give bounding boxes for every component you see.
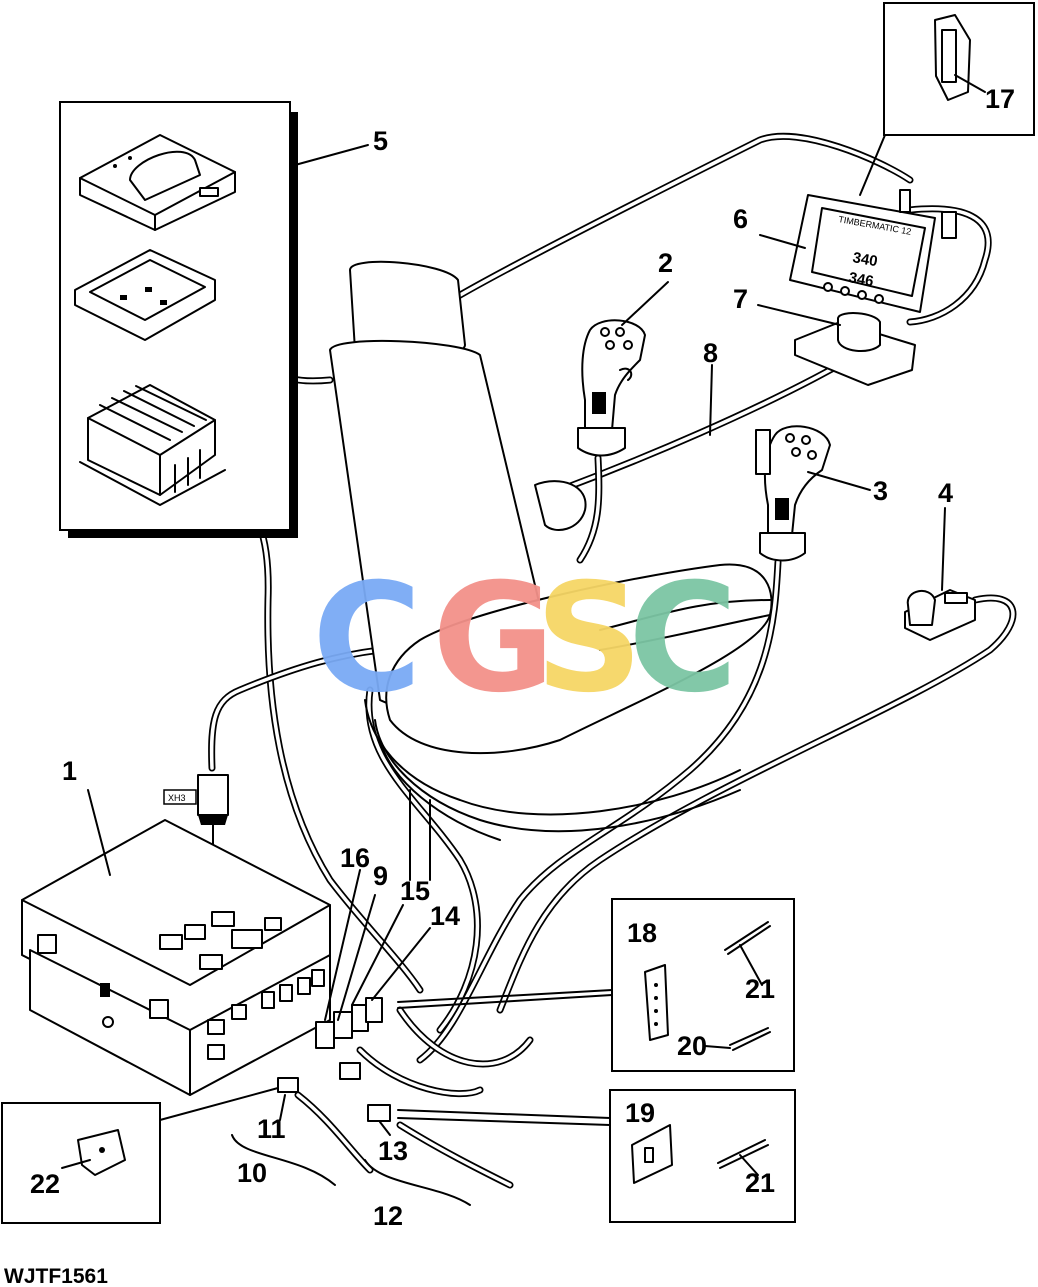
detail-19-group — [397, 1089, 796, 1223]
watermark-letter-s: S — [535, 552, 643, 726]
display-unit: TIMBERMATIC 12 340 346 — [789, 189, 957, 386]
callout-13: 13 — [378, 1136, 408, 1166]
callout-15: 15 — [400, 876, 430, 906]
callout-22: 22 — [30, 1169, 60, 1199]
callout-19: 19 — [625, 1098, 655, 1128]
detail-22-group — [1, 1087, 279, 1224]
callout-18: 18 — [627, 918, 657, 948]
callout-17: 17 — [985, 84, 1015, 114]
callout-10: 10 — [237, 1158, 267, 1188]
amplifier — [79, 384, 226, 506]
leader-lines — [87, 144, 946, 1206]
module-5-group — [59, 101, 298, 538]
watermark-letter-c2: C — [628, 552, 738, 726]
detail-18-group — [397, 898, 795, 1072]
callout-14: 14 — [430, 901, 460, 931]
display-reading-1: 340 — [851, 249, 879, 270]
control-box — [21, 819, 331, 1096]
mounting-tray — [74, 249, 216, 341]
callout-2: 2 — [658, 248, 673, 278]
figure-code: WJTF1561 — [4, 1265, 108, 1287]
callout-1: 1 — [62, 756, 77, 786]
watermark-letter-c1: C — [312, 552, 422, 726]
display-reading-2: 346 — [847, 269, 875, 290]
callout-16: 16 — [340, 843, 370, 873]
callout-6: 6 — [733, 204, 748, 234]
operator-seat — [329, 260, 773, 881]
callout-11: 11 — [257, 1114, 286, 1144]
joystick-3 — [755, 425, 831, 562]
callout-4: 4 — [938, 478, 953, 508]
xh3-connector: XH3 — [163, 774, 229, 961]
callout-12: 12 — [373, 1201, 403, 1231]
callout-7: 7 — [733, 284, 748, 314]
joystick-4 — [904, 589, 976, 641]
callout-8: 8 — [703, 338, 718, 368]
callout-21b: 21 — [745, 1168, 775, 1198]
connector-tag: XH3 — [168, 793, 186, 803]
printer — [79, 134, 236, 231]
callout-9: 9 — [373, 861, 388, 891]
callout-20: 20 — [677, 1031, 707, 1061]
callout-labels: 1 2 3 4 5 6 7 8 9 10 11 12 13 14 15 16 1… — [30, 84, 1015, 1231]
callout-5: 5 — [373, 126, 388, 156]
callout-3: 3 — [873, 476, 888, 506]
watermark: C G S C — [312, 552, 738, 726]
watermark-letter-g: G — [432, 552, 555, 726]
joystick-2 — [577, 319, 646, 457]
latch-detail-group — [859, 2, 1035, 196]
callout-21a: 21 — [745, 974, 775, 1004]
